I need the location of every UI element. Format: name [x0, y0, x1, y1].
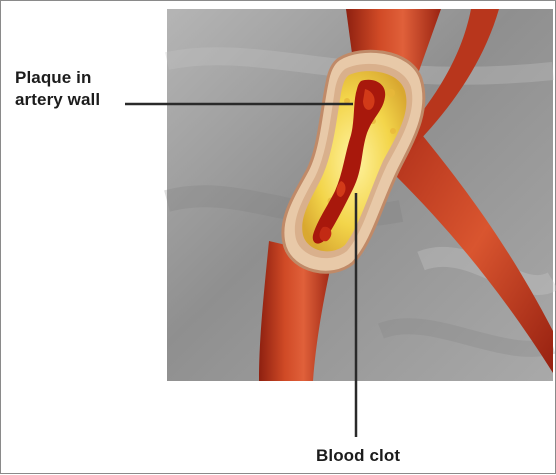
plaque-label-line2: artery wall: [15, 89, 125, 111]
blood-clot-label: Blood clot: [316, 445, 400, 467]
plaque-label: Plaque in artery wall: [15, 67, 125, 111]
plaque-label-line1: Plaque in: [15, 67, 125, 89]
